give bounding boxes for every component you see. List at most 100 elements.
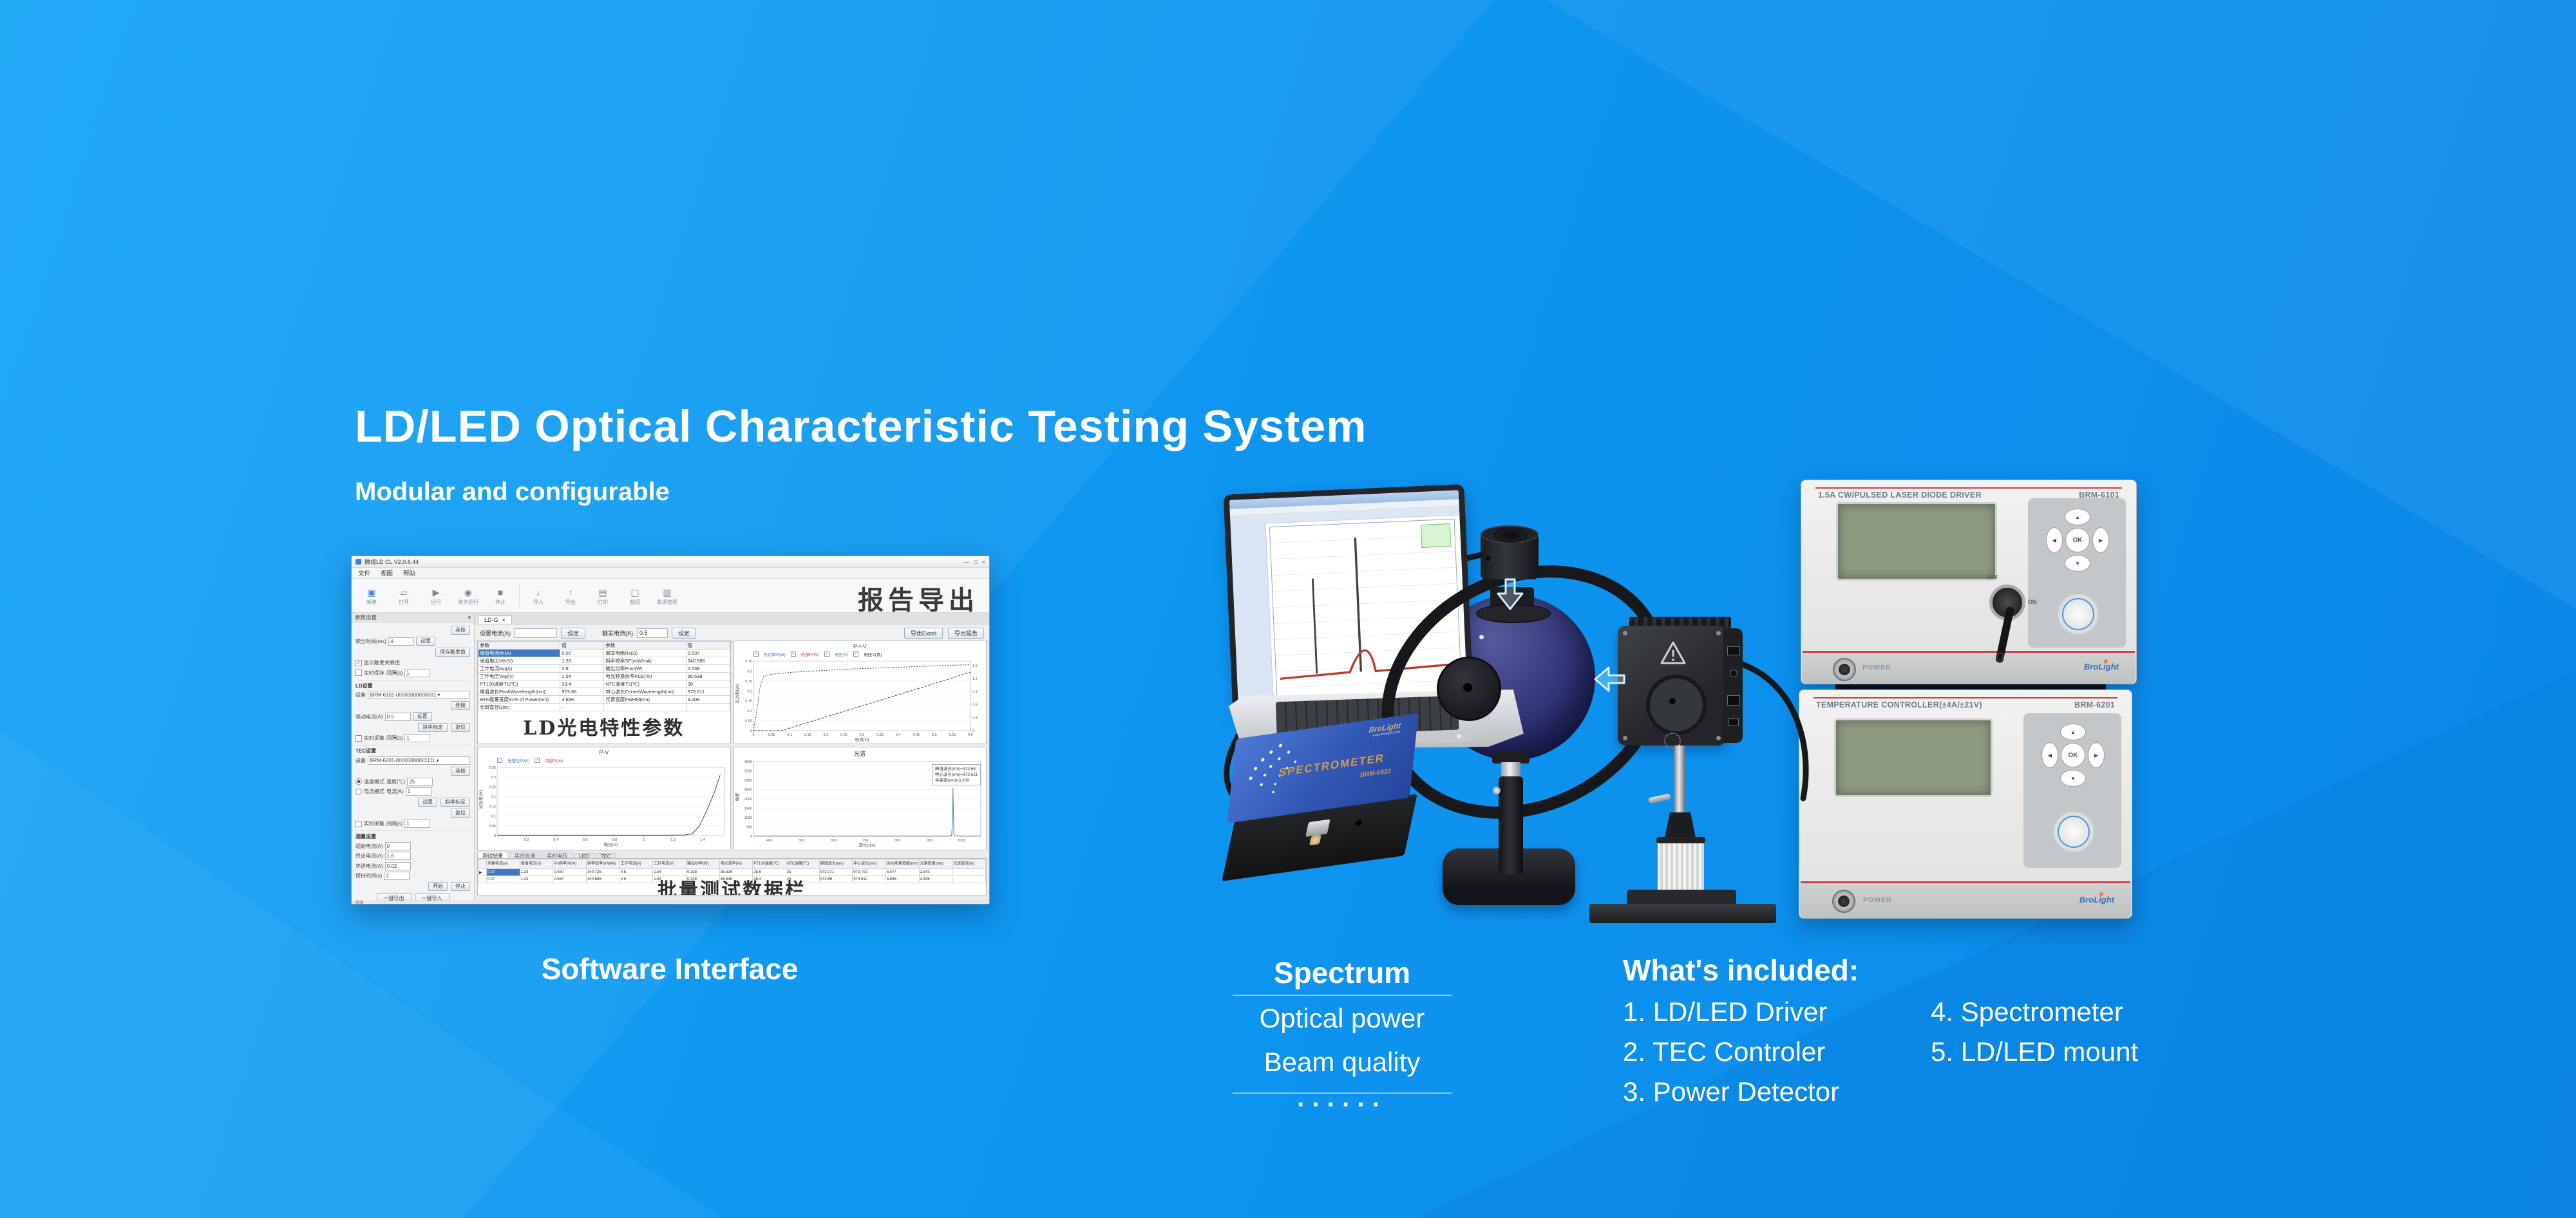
- sidebar-button-连接[interactable]: 连接: [451, 701, 470, 710]
- legend-checkbox[interactable]: ✓: [535, 758, 540, 763]
- batch-tab-测试结果[interactable]: 测试结果: [477, 852, 508, 859]
- toolbar-button-导入[interactable]: ↓导入: [522, 586, 554, 606]
- batch-tab-实时电压[interactable]: 实时电压: [542, 852, 573, 859]
- device-select[interactable]: BRM-6201-00000000001111 ▾: [368, 756, 470, 765]
- window-titlebar[interactable]: 微视LD CL V2.0.6.44 —□×: [352, 556, 989, 568]
- driver-knob[interactable]: [2056, 592, 2100, 636]
- field-input[interactable]: 1: [404, 668, 431, 677]
- sidebar-button-开始[interactable]: 开始: [428, 882, 448, 891]
- sidebar-button-设置[interactable]: 设置: [412, 712, 432, 721]
- sidebar-button-设置[interactable]: 设置: [416, 637, 435, 646]
- field-input[interactable]: 4: [388, 637, 414, 646]
- tab-ldg[interactable]: LD-G ×: [478, 615, 512, 624]
- pin-icon[interactable]: ▾: [468, 614, 471, 621]
- window-control-icon[interactable]: ×: [981, 558, 985, 565]
- checkbox[interactable]: [355, 820, 362, 827]
- trigger-current-input[interactable]: 0.5: [637, 628, 668, 638]
- legend-checkbox[interactable]: ✓: [497, 758, 502, 763]
- legend-checkbox[interactable]: ✓: [753, 651, 759, 657]
- batch-tab-实时光谱[interactable]: 实时光谱: [509, 852, 540, 859]
- param-row[interactable]: 光斑直径D(m)-: [477, 703, 730, 711]
- down-button[interactable]: ▼: [2065, 555, 2090, 572]
- toolbar-button-截图[interactable]: ▢截图: [619, 586, 651, 606]
- checkbox[interactable]: ✓: [355, 659, 362, 666]
- field-input[interactable]: 1: [404, 734, 431, 742]
- right-button[interactable]: ▶: [2092, 527, 2109, 553]
- left-button[interactable]: ◀: [2046, 527, 2063, 553]
- ok-button[interactable]: OK: [2065, 528, 2090, 552]
- export-report-button[interactable]: 导出报告: [947, 627, 984, 639]
- field-input[interactable]: 1.6: [384, 852, 411, 860]
- sidebar-button-连接[interactable]: 连接: [451, 766, 470, 776]
- toolbar-button-导出[interactable]: ↑导出: [554, 586, 587, 606]
- sidebar-button-复位[interactable]: 复位: [451, 809, 470, 818]
- toolbar-button-打印[interactable]: ▤打印: [587, 586, 619, 606]
- up-button[interactable]: ▲: [2060, 724, 2086, 740]
- sidebar-button-连接[interactable]: 连接: [451, 626, 470, 635]
- sidebar-button-设置[interactable]: 设置: [418, 798, 437, 807]
- svg-text:0.5: 0.5: [932, 733, 937, 737]
- tec-lcd-screen: [1834, 718, 1993, 797]
- toolbar-button-停止[interactable]: ■停止: [484, 586, 516, 606]
- field-input[interactable]: 0.02: [384, 861, 411, 870]
- set-current-button[interactable]: 设定: [561, 627, 586, 639]
- sidebar-button-一键导入[interactable]: 一键导入: [414, 893, 450, 901]
- toolbar-icon: ▢: [630, 586, 639, 597]
- field-input[interactable]: 1: [404, 820, 431, 828]
- menu-item[interactable]: 帮助: [403, 570, 416, 577]
- menu-item[interactable]: 视图: [381, 570, 393, 577]
- tab-close-icon[interactable]: ×: [502, 617, 506, 623]
- field-input[interactable]: 0: [384, 841, 411, 850]
- down-button[interactable]: ▼: [2060, 770, 2086, 787]
- menu-item[interactable]: 文件: [358, 570, 371, 577]
- toolbar-button-打开[interactable]: ▱打开: [388, 586, 420, 606]
- toolbar-button-运行[interactable]: ▶运行: [420, 586, 452, 606]
- sidebar-button-斜率标定[interactable]: 斜率标定: [418, 723, 448, 732]
- up-button[interactable]: ▲: [2065, 509, 2090, 525]
- ok-button[interactable]: OK: [2061, 743, 2085, 767]
- window-control-icon[interactable]: □: [974, 558, 978, 565]
- field-input[interactable]: 25: [407, 777, 433, 786]
- tec-power-button[interactable]: [1832, 890, 1855, 913]
- field-input[interactable]: 2: [384, 872, 410, 880]
- batch-tab-LED[interactable]: LED: [574, 853, 594, 859]
- sidebar-button-保存触发值[interactable]: 保存触发值: [435, 648, 470, 657]
- window-controls[interactable]: — □×: [963, 559, 985, 565]
- radio-button[interactable]: [355, 778, 362, 785]
- right-button[interactable]: ▶: [2088, 742, 2105, 768]
- toolbar-button-单步运行[interactable]: ◉单步运行: [452, 586, 484, 606]
- sidebar-button-复位[interactable]: 复位: [451, 723, 470, 732]
- checkbox[interactable]: [355, 670, 362, 676]
- field-input[interactable]: 1: [405, 787, 431, 796]
- left-button[interactable]: ◀: [2041, 742, 2058, 768]
- radio-button[interactable]: [355, 788, 362, 795]
- toolbar-button-新建[interactable]: ▣新建: [355, 586, 388, 606]
- legend-checkbox[interactable]: ✓: [790, 651, 796, 657]
- sidebar-button-停止[interactable]: 停止: [451, 882, 470, 891]
- window-control-icon[interactable]: —: [963, 558, 970, 565]
- driver-power-button[interactable]: [1833, 658, 1856, 681]
- sidebar-button-斜率标定[interactable]: 斜率标定: [440, 798, 470, 807]
- set-current-input[interactable]: [515, 628, 557, 638]
- trigger-set-button[interactable]: 设定: [672, 627, 697, 639]
- sidebar-button-一键导出[interactable]: 一键导出: [376, 893, 412, 901]
- svg-text:0.45: 0.45: [913, 733, 920, 737]
- document-tabstrip: LD-G ×: [475, 613, 989, 624]
- export-excel-button[interactable]: 导出Excel: [904, 627, 943, 639]
- field-input[interactable]: 0.5: [384, 712, 411, 721]
- legend-checkbox[interactable]: ✓: [824, 651, 829, 657]
- toolbar-button-数据管理[interactable]: ▥数据管理: [651, 586, 683, 606]
- device-select[interactable]: BRM-6101-00000000000001 ▾: [368, 691, 470, 699]
- tec-knob[interactable]: [2052, 810, 2096, 854]
- checkbox[interactable]: [355, 735, 362, 742]
- batch-tab-TEC[interactable]: TEC: [595, 853, 616, 859]
- legend-checkbox[interactable]: ✓: [853, 651, 859, 657]
